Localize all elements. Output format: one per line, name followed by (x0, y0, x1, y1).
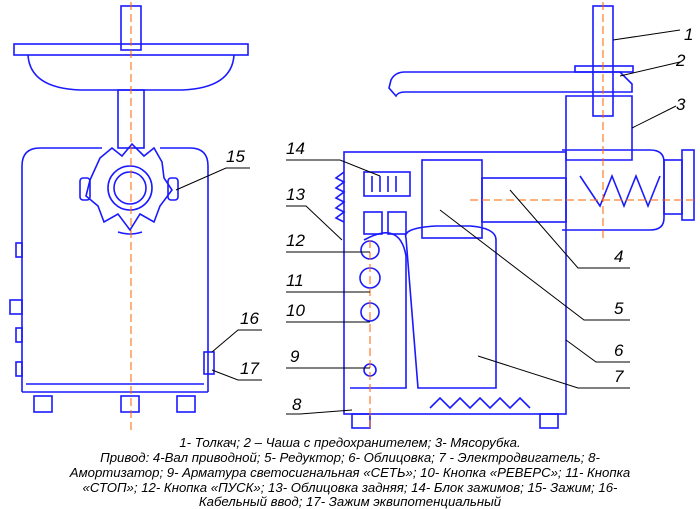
callout-7: 7 (614, 367, 624, 386)
front-bowl (27, 54, 235, 91)
side-neck (565, 95, 633, 161)
callout-9: 9 (290, 347, 300, 366)
front-chute (117, 231, 143, 235)
callout-6: 6 (614, 341, 624, 360)
side-grinder-body (562, 149, 665, 231)
side-terminal-block (363, 171, 411, 197)
callout-16: 16 (240, 309, 259, 328)
caption-line-2: Привод: 4-Вал приводной; 5- Редуктор; 6-… (100, 450, 600, 465)
callout-12: 12 (286, 231, 305, 250)
front-housing-left (21, 147, 102, 392)
callout-leaders (175, 29, 681, 415)
side-base-ribs (429, 396, 531, 410)
caption-line-1: 1- Толкач; 2 – Чаша с предохранителем; 3… (179, 435, 521, 450)
front-clamp-left (79, 177, 91, 201)
side-rear-panel-ribs (334, 171, 346, 223)
side-motor (404, 225, 497, 389)
front-grinder-ring-inner (113, 171, 147, 205)
front-foot-left (33, 395, 53, 413)
front-foot-right (176, 395, 196, 413)
front-grinder-ring-outer (107, 165, 153, 211)
side-housing (343, 151, 567, 415)
callout-14: 14 (286, 139, 305, 158)
caption-line-3: Амортизатор; 9- Арматура светосигнальная… (69, 465, 631, 480)
side-auger (579, 173, 661, 209)
callout-1: 1 (684, 25, 693, 44)
callout-13: 13 (286, 185, 305, 204)
front-clamp-right (167, 177, 179, 201)
front-housing-right (160, 147, 209, 392)
callout-5: 5 (614, 299, 624, 318)
callout-2: 2 (675, 51, 686, 70)
side-grinder-cap (663, 159, 683, 215)
side-control-panel (350, 232, 407, 389)
caption-line-5: Кабельный ввод; 17- Зажим эквипотенциаль… (198, 494, 502, 509)
caption-line-4: «СТОП»; 12- Кнопка «ПУСК»; 13- Облицовка… (82, 480, 618, 495)
center-axes (130, 2, 698, 430)
side-bowl (388, 71, 633, 98)
front-cable-entry (203, 351, 215, 375)
callout-8: 8 (292, 395, 302, 414)
front-foot-middle (120, 395, 140, 413)
callout-4: 4 (614, 247, 623, 266)
side-pusher-cap (574, 65, 634, 73)
side-grinder-nut (681, 149, 695, 221)
callout-numbers: 1 2 3 4 5 6 7 8 9 10 11 12 13 14 15 16 1… (226, 25, 693, 414)
side-view (334, 5, 695, 429)
callout-17: 17 (240, 359, 259, 378)
callout-3: 3 (676, 95, 686, 114)
callout-11: 11 (286, 271, 304, 290)
callout-15: 15 (226, 147, 245, 166)
side-foot-right (539, 413, 559, 429)
callout-10: 10 (286, 301, 305, 320)
front-grinder-head (85, 142, 173, 232)
side-foot-left (351, 413, 371, 429)
